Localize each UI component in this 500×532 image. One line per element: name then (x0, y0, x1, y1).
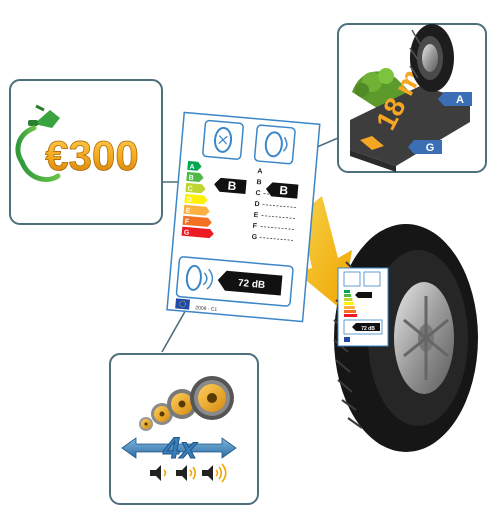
fuel-grade-bar-b (186, 171, 204, 182)
noise-value-badge: 72 dB (217, 270, 283, 296)
mini-grade-bar (344, 298, 353, 301)
wet-grade-line (260, 226, 295, 230)
fuel-efficiency-icon (213, 126, 233, 153)
mini-grade-bar (344, 310, 356, 313)
fuel-grade-letter: B (188, 175, 194, 182)
wet-grip-icon (264, 131, 288, 158)
fuel-grade-letter: E (185, 207, 191, 214)
wet-grade-line (262, 204, 297, 208)
wet-grade-letter: G (251, 234, 258, 241)
fuel-grade-bar-g (181, 226, 214, 239)
sound-wave-icon (150, 463, 227, 483)
mini-grade-bar (344, 290, 350, 293)
fuel-grade-letter: G (183, 229, 190, 236)
eu-flag-icon (175, 298, 190, 310)
fuel-grade-letter: F (184, 218, 190, 225)
svg-text:G: G (426, 142, 435, 154)
wet-grade-line (261, 215, 296, 219)
fuel-grade-letter: D (186, 196, 192, 203)
svg-text:72 dB: 72 dB (237, 278, 265, 291)
multiplier-arrow: 4x (121, 432, 237, 466)
noise-multiplier: 4x (162, 432, 198, 465)
fuel-grade-bar-f (182, 215, 212, 227)
wet-grade-letter: D (254, 201, 260, 208)
noise-tyre-icon (185, 264, 214, 291)
braking-distance-panel: 18 m A G (337, 23, 487, 173)
mini-tyre-label: 72 dB (337, 267, 389, 347)
wet-grade-line (259, 237, 294, 241)
speaker-icon (139, 376, 234, 431)
fuel-grade-bar-c (185, 182, 206, 194)
wet-grade-letter: F (252, 223, 258, 230)
fuel-saving-amount: €300 (45, 132, 138, 179)
wet-grade-letter: E (253, 212, 259, 219)
svg-text:A: A (456, 94, 464, 106)
fuel-grade-bar-a (187, 160, 202, 171)
svg-text:B: B (227, 179, 237, 194)
wet-grade-letter: B (256, 179, 262, 186)
regulation-text: 2009 - C1 (195, 305, 218, 313)
fuel-grade-bar-e (183, 204, 210, 216)
wet-grade-letter: C (255, 190, 261, 197)
fuel-grade-letter: A (189, 164, 195, 171)
svg-text:B: B (279, 183, 289, 198)
mini-grade-bar (344, 302, 354, 305)
grade-tab-a: A (438, 92, 472, 106)
mini-grade-bar (344, 314, 358, 317)
fuel-grade-bar-d (184, 193, 208, 205)
wet-rating-marker: B (265, 182, 299, 199)
noise-panel: 4x (109, 353, 259, 505)
tyre-icon (409, 24, 454, 92)
fuel-rating-marker: B (214, 177, 247, 195)
fuel-efficiency-panel: €300 (9, 79, 163, 225)
tyre-product: 72 dB (333, 224, 478, 452)
fuel-pump-icon (15, 104, 61, 182)
grade-tab-g: G (408, 140, 442, 154)
wet-grade-letter: A (257, 168, 263, 175)
mini-noise-value: 72 dB (361, 326, 375, 332)
fuel-grade-letter: C (187, 186, 193, 193)
mini-grade-bar (344, 306, 355, 309)
mini-grade-bar (344, 294, 352, 297)
